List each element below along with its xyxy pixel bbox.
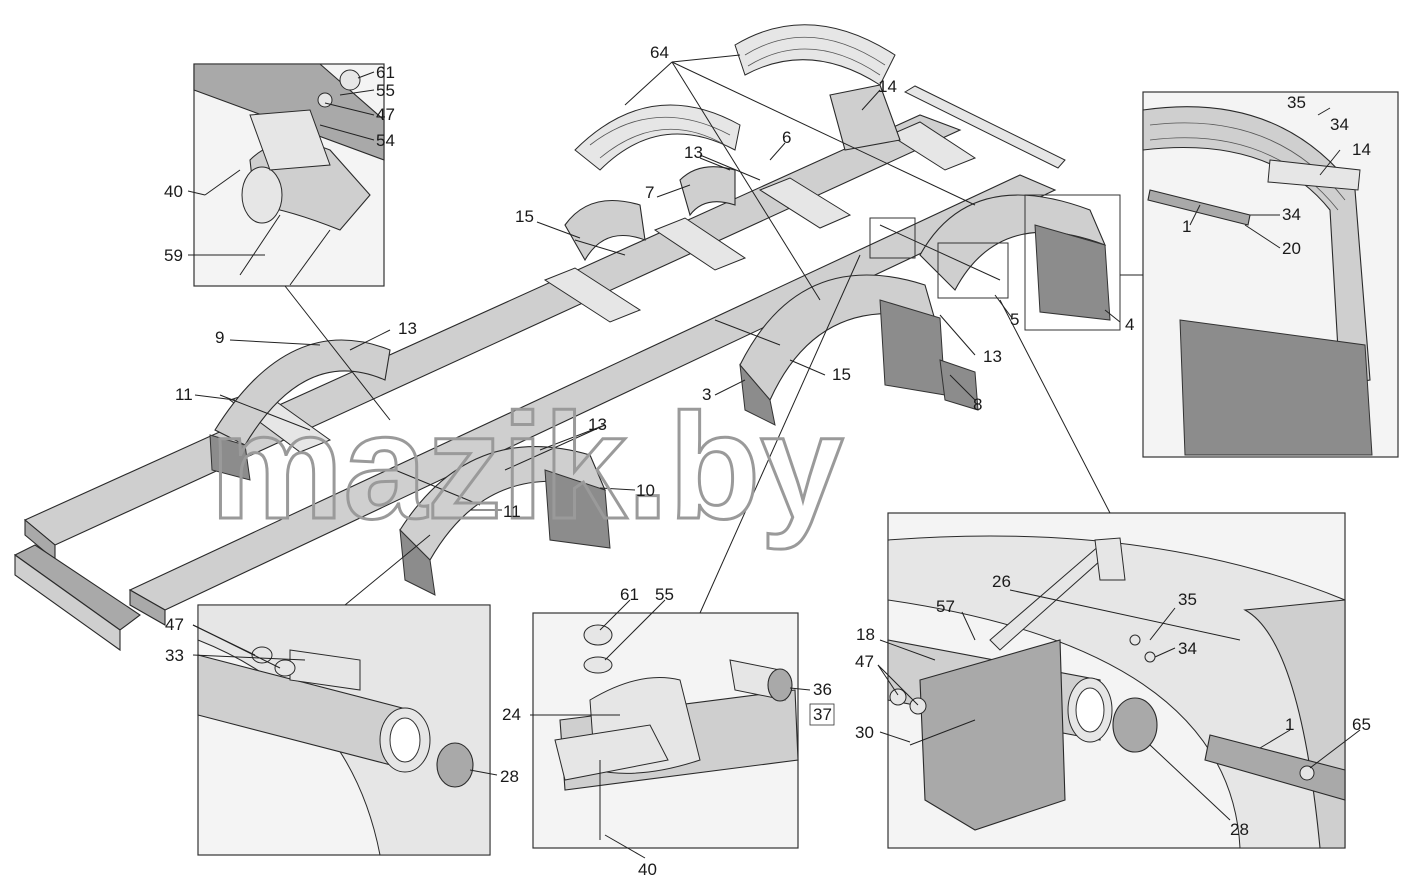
- inset-top-left: [193, 63, 385, 287]
- label-14: 14: [1352, 140, 1371, 159]
- label-26: 26: [992, 572, 1011, 591]
- label-34: 34: [1330, 115, 1349, 134]
- label-15: 15: [832, 365, 851, 384]
- label-61: 61: [376, 63, 395, 82]
- label-47: 47: [855, 652, 874, 671]
- label-33: 33: [165, 646, 184, 665]
- frame-rail-left: [23, 114, 962, 562]
- label-65: 65: [1352, 715, 1371, 734]
- fender-mid-rear: [564, 166, 736, 262]
- main-chassis-view: [13, 24, 1121, 652]
- fender-front-right-10: [399, 446, 611, 596]
- label-9: 9: [215, 328, 224, 347]
- label-1: 1: [1182, 217, 1191, 236]
- label-34: 34: [1178, 639, 1197, 658]
- leader-lines: [187, 54, 1361, 859]
- label-37: 37: [813, 705, 832, 724]
- label-13: 13: [588, 415, 607, 434]
- callout-box-4: [1024, 194, 1121, 331]
- label-40: 40: [164, 182, 183, 201]
- inset-top-right: [1142, 91, 1399, 458]
- label-8: 8: [973, 395, 982, 414]
- label-36: 36: [813, 680, 832, 699]
- label-15: 15: [515, 207, 534, 226]
- label-28: 28: [500, 767, 519, 786]
- label-13: 13: [398, 319, 417, 338]
- label-1: 1: [1285, 715, 1294, 734]
- label-47: 47: [376, 105, 395, 124]
- inset-bottom-left: [197, 604, 491, 856]
- label-3: 3: [702, 385, 711, 404]
- label-10: 10: [636, 481, 655, 500]
- cross-members: [228, 121, 977, 453]
- label-47: 47: [165, 615, 184, 634]
- label-54: 54: [376, 131, 395, 150]
- label-11: 11: [175, 385, 193, 404]
- callout-box-5: [937, 242, 1009, 299]
- label-61: 61: [620, 585, 639, 604]
- label-30: 30: [855, 723, 874, 742]
- inset-bottom-middle: [532, 612, 799, 849]
- label-64: 64: [650, 43, 669, 62]
- label-18: 18: [856, 625, 875, 644]
- label-34: 34: [1282, 205, 1301, 224]
- label-35: 35: [1287, 93, 1306, 112]
- fender-middle-3: [739, 274, 946, 426]
- mounting-rods: [219, 154, 1001, 506]
- inset-bottom-right: [887, 512, 1346, 849]
- fender-rear-4: [919, 194, 1111, 411]
- label-57: 57: [936, 597, 955, 616]
- watermark: mazik.by: [210, 382, 844, 550]
- fender-front-left-9: [209, 339, 391, 481]
- fender-top-left: [574, 104, 741, 171]
- cross-tube-14: [829, 84, 1066, 169]
- label-55: 55: [655, 585, 674, 604]
- label-24: 24: [502, 705, 521, 724]
- label-7: 7: [645, 183, 654, 202]
- label-59: 59: [164, 246, 183, 265]
- fender-top-right: [734, 24, 896, 86]
- part-labels: 64 14 6 13 7 15 9 13 11 3 15 13 8 5 4 13…: [164, 43, 1371, 879]
- label-40: 40: [638, 860, 657, 879]
- label-5: 5: [1010, 310, 1019, 329]
- label-37-box: [809, 703, 835, 726]
- label-55: 55: [376, 81, 395, 100]
- label-28: 28: [1230, 820, 1249, 839]
- callout-box-13: [869, 217, 916, 259]
- label-11: 11: [503, 502, 521, 521]
- label-20: 20: [1282, 239, 1301, 258]
- label-4: 4: [1125, 315, 1134, 334]
- rear-bumper-beam: [13, 544, 141, 652]
- label-14: 14: [878, 77, 897, 96]
- label-35: 35: [1178, 590, 1197, 609]
- label-13: 13: [983, 347, 1002, 366]
- label-6: 6: [782, 128, 791, 147]
- label-13: 13: [684, 143, 703, 162]
